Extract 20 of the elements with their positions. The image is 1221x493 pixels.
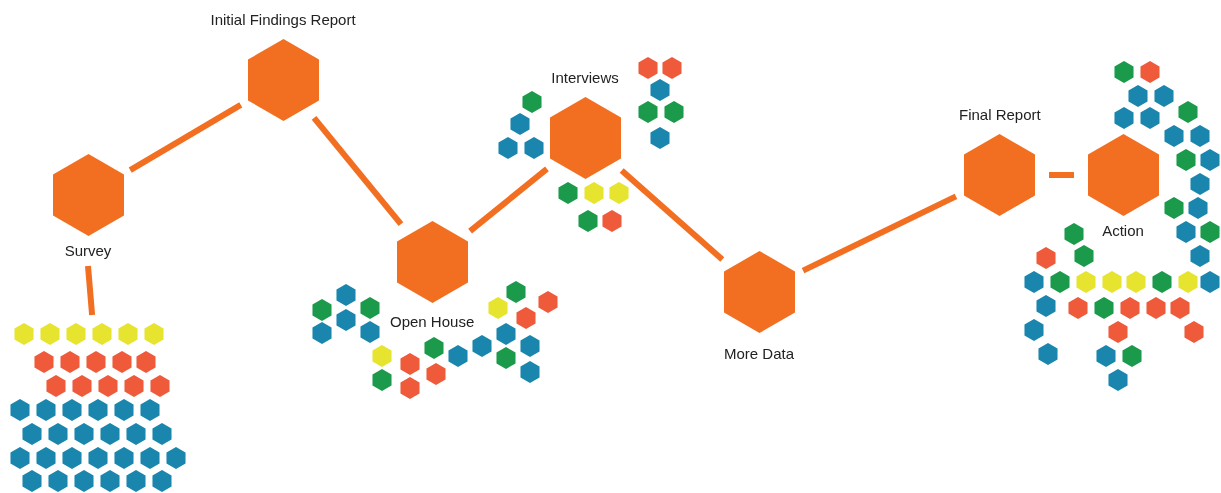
hexagon-node [549, 69, 621, 179]
node-label: Interviews [551, 69, 619, 87]
connector-line [619, 168, 725, 262]
connector-line [468, 166, 549, 234]
hexagon-node [52, 154, 124, 260]
node-label: Final Report [959, 106, 1041, 124]
connector-line [311, 116, 404, 226]
node-label: More Data [724, 345, 794, 363]
connector-line [801, 193, 958, 274]
connector-line [85, 265, 96, 316]
node-label: Open House [390, 313, 475, 331]
node-label: Initial Findings Report [210, 11, 356, 29]
hexagon-node [390, 221, 475, 331]
connector-line [1049, 172, 1074, 178]
node-label: Survey [64, 242, 112, 260]
hexagon-node [210, 11, 356, 121]
connector-line [128, 102, 243, 173]
hexagon-cluster-drawing [10, 323, 186, 492]
hexagon-node [959, 106, 1041, 216]
node-label: Action [1102, 222, 1144, 240]
